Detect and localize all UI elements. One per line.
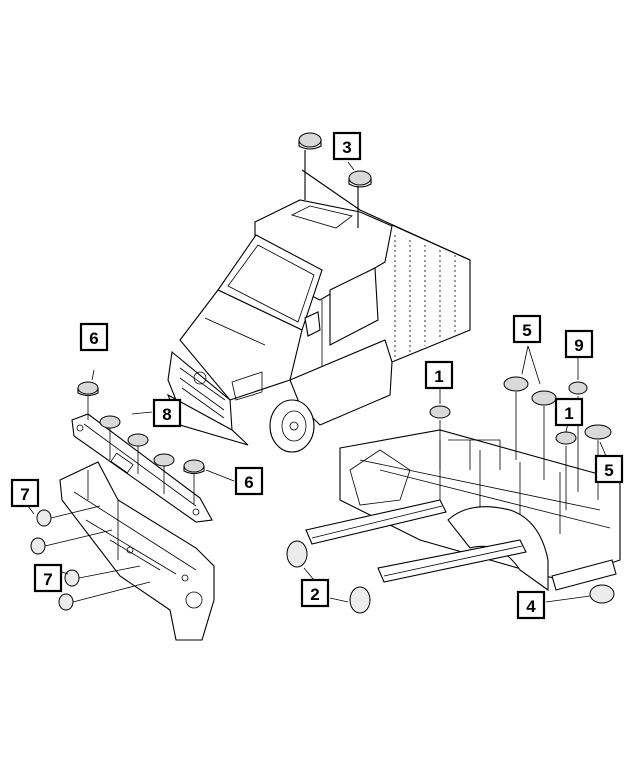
callout-4-label: 4 bbox=[526, 597, 536, 616]
callout-1-right: 1 bbox=[554, 397, 584, 427]
plug-item-2-lower bbox=[349, 586, 371, 614]
leader-plugs bbox=[87, 396, 195, 504]
callout-5-upper: 5 bbox=[512, 314, 542, 344]
callout-7-upper: 7 bbox=[10, 478, 40, 508]
callout-7-lower: 7 bbox=[33, 563, 63, 593]
callout-9-label: 9 bbox=[574, 336, 583, 355]
callout-3: 3 bbox=[332, 131, 362, 161]
van-illustration bbox=[166, 150, 471, 453]
callout-6-lower: 6 bbox=[234, 466, 264, 496]
callout-1-left: 1 bbox=[424, 360, 454, 390]
callout-3-label: 3 bbox=[342, 138, 351, 157]
callout-7-upper-label: 7 bbox=[20, 485, 29, 504]
callout-5-upper-label: 5 bbox=[522, 321, 531, 340]
callout-1-left-label: 1 bbox=[434, 367, 443, 386]
callout-8-label: 8 bbox=[162, 405, 171, 424]
plug-item-4 bbox=[589, 584, 615, 604]
callout-leaders bbox=[27, 161, 607, 603]
callout-5-lower: 5 bbox=[594, 454, 624, 484]
plug-item-2-upper bbox=[286, 540, 308, 568]
callout-1-right-label: 1 bbox=[564, 404, 573, 423]
crossmember-plugs bbox=[77, 381, 205, 475]
frame-side-plugs bbox=[30, 509, 80, 611]
callout-8: 8 bbox=[152, 398, 182, 428]
callout-6-upper-label: 6 bbox=[89, 329, 98, 348]
callout-6-lower-label: 6 bbox=[244, 473, 253, 492]
callout-5-lower-label: 5 bbox=[604, 461, 613, 480]
roof-plug-front bbox=[298, 132, 322, 150]
floor-chassis-assembly bbox=[305, 429, 621, 592]
leader-frame-plugs bbox=[44, 505, 151, 603]
callout-2: 2 bbox=[300, 578, 330, 608]
callout-4: 4 bbox=[516, 590, 546, 620]
front-frame-assembly bbox=[59, 461, 215, 641]
roof-plug-rear bbox=[348, 170, 372, 188]
callout-9: 9 bbox=[564, 329, 594, 359]
callout-7-lower-label: 7 bbox=[43, 570, 52, 589]
callout-6-upper: 6 bbox=[79, 322, 109, 352]
callout-2-label: 2 bbox=[310, 585, 319, 604]
chassis-plugs bbox=[429, 376, 612, 445]
